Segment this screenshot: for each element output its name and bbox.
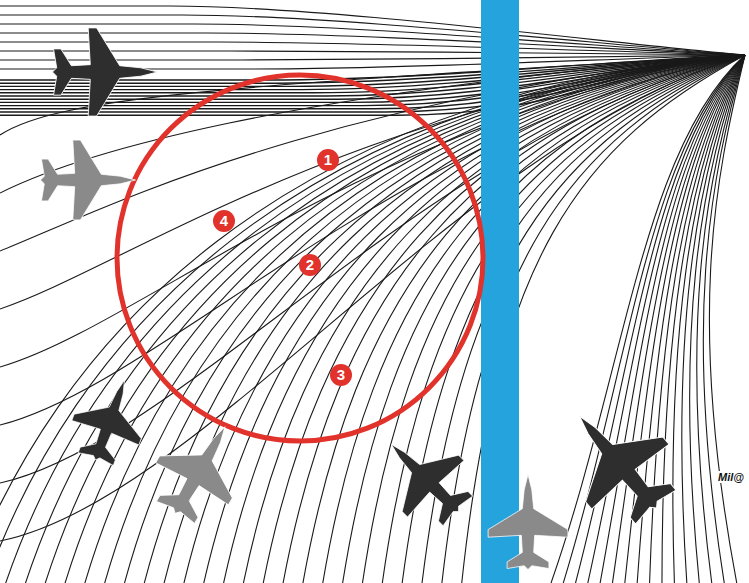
flight-path-line [584, 55, 745, 583]
flight-path-line [0, 15, 745, 55]
flight-path-line [0, 55, 745, 583]
flight-path-line [0, 55, 745, 583]
aircraft-silhouette [62, 368, 158, 472]
flight-path-line [100, 55, 745, 583]
flight-path-line [420, 55, 745, 583]
callout-number: 1 [317, 149, 339, 171]
flight-path-line [0, 33, 745, 55]
flight-path-line [709, 55, 745, 583]
aircraft-silhouette [53, 28, 158, 116]
aircraft-silhouettes [40, 28, 695, 570]
aircraft-silhouette [40, 140, 135, 220]
blue-band [481, 0, 519, 583]
flight-path-line [703, 55, 745, 583]
watermark: Mil@ [717, 471, 745, 483]
flight-path-line [140, 55, 745, 583]
callout-number: 3 [330, 364, 352, 386]
flight-path-line [300, 55, 745, 583]
flight-path-line [0, 24, 745, 55]
flight-path-line [180, 55, 745, 583]
callout-number: 2 [299, 254, 321, 276]
flight-path-lines [0, 6, 745, 583]
aircraft-silhouette [363, 416, 487, 540]
flight-path-line [20, 55, 745, 583]
aircraft-silhouette [541, 384, 695, 541]
flight-path-line [610, 55, 745, 583]
flight-path-line [160, 55, 745, 583]
flight-path-line [682, 55, 745, 583]
flight-path-line [597, 55, 745, 583]
flight-path-line [60, 55, 745, 583]
flight-path-line [320, 55, 745, 583]
aircraft-silhouette [139, 406, 262, 535]
flight-path-line [673, 55, 745, 583]
red-circle [117, 75, 483, 441]
aircraft-silhouette [488, 475, 568, 570]
flight-path-line [0, 55, 745, 425]
flight-path-line [0, 55, 745, 541]
flight-path-line [0, 6, 745, 55]
flight-path-line [690, 55, 745, 583]
flight-path-line [40, 55, 745, 583]
flight-path-line [0, 55, 745, 583]
flight-path-line [649, 55, 745, 583]
flight-path-line [340, 55, 745, 583]
callout-number: 4 [213, 210, 235, 232]
flight-path-line [80, 55, 745, 583]
flight-path-line [662, 55, 745, 583]
flight-path-line [360, 55, 745, 583]
flight-path-line [697, 55, 745, 583]
